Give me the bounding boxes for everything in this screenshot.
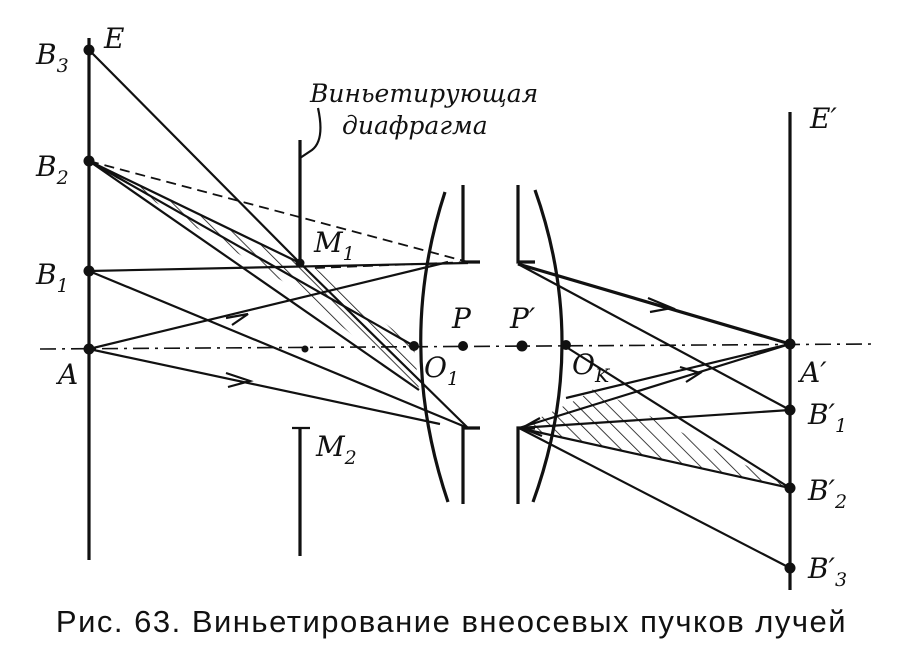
point-ok xyxy=(561,340,571,350)
point-b3 xyxy=(83,44,95,56)
point-b2-prime xyxy=(784,482,796,494)
annotation-line2: диафрагма xyxy=(342,111,488,140)
ray-ok-to-a-prime xyxy=(565,342,791,400)
ray-b2-upper xyxy=(88,160,301,264)
ray-b1-lower xyxy=(88,269,469,430)
label-b3-prime: B′3 xyxy=(807,552,847,591)
label-m2: M2 xyxy=(315,430,357,469)
ray-lower-to-a-prime xyxy=(518,342,791,430)
left-lens xyxy=(419,191,450,503)
ray-a-down xyxy=(88,347,441,426)
arrow-ray-a-up xyxy=(225,312,249,326)
ray-lower-to-b3-prime xyxy=(518,427,791,569)
annotation-line1: Виньетирующая xyxy=(309,79,538,108)
ray-m1-dashed-top xyxy=(314,261,469,269)
label-e-prime: E′ xyxy=(809,102,837,135)
label-a: A xyxy=(55,358,78,391)
left-aperture-stop-upper xyxy=(461,185,480,264)
right-aperture-stop-upper xyxy=(516,185,535,264)
point-p-prime xyxy=(516,340,528,352)
point-a xyxy=(83,343,95,355)
label-b1-prime: B′1 xyxy=(807,398,847,437)
point-a-prime xyxy=(784,338,796,350)
optical-axis xyxy=(39,343,873,350)
point-b1-prime xyxy=(784,404,796,416)
label-p-prime: P′ xyxy=(509,302,536,335)
label-ok: OK xyxy=(572,348,611,387)
point-o1 xyxy=(409,341,419,351)
ray-axis-cross xyxy=(562,344,791,489)
label-a-prime: A′ xyxy=(797,356,827,389)
label-b2: B2 xyxy=(35,150,69,189)
label-e: E xyxy=(103,22,124,55)
ray-b2-top-dashed xyxy=(88,160,469,263)
label-m1: M1 xyxy=(313,226,355,265)
figure-caption: Рис. 63. Виньетирование внеосевых пучков… xyxy=(55,604,848,639)
ray-b2-marginal xyxy=(88,160,415,347)
label-b3: B3 xyxy=(35,38,69,77)
ray-b2-lower xyxy=(88,160,420,391)
label-o1: O1 xyxy=(424,351,459,390)
point-b3-prime xyxy=(784,562,796,574)
left-aperture-stop-lower xyxy=(461,426,480,504)
point-m1 xyxy=(295,258,305,268)
arrow-image-lower xyxy=(679,365,703,383)
point-p xyxy=(458,341,468,351)
ray-a-up xyxy=(88,260,449,351)
arrow-image-upper xyxy=(647,296,676,314)
label-b2-prime: B′2 xyxy=(807,474,847,513)
annotation-leader xyxy=(299,107,322,159)
label-p: P xyxy=(451,302,472,335)
arrow-image-return xyxy=(519,417,543,438)
point-b1 xyxy=(83,265,95,277)
point-b2 xyxy=(83,155,95,167)
point-axis-mark xyxy=(301,345,309,353)
label-b1: B1 xyxy=(35,258,69,297)
ray-to-b1-prime xyxy=(517,263,791,411)
ray-lower-to-b2-prime xyxy=(518,426,791,490)
ray-to-a-prime-upper xyxy=(517,262,791,346)
ray-b3 xyxy=(88,49,301,264)
arrow-ray-a-down xyxy=(225,371,254,389)
right-aperture-stop-lower xyxy=(516,426,535,504)
ray-m1-cross xyxy=(299,262,469,429)
ray-lower-to-b1-prime xyxy=(518,408,791,430)
hatched-bundle-image-side xyxy=(519,388,790,488)
